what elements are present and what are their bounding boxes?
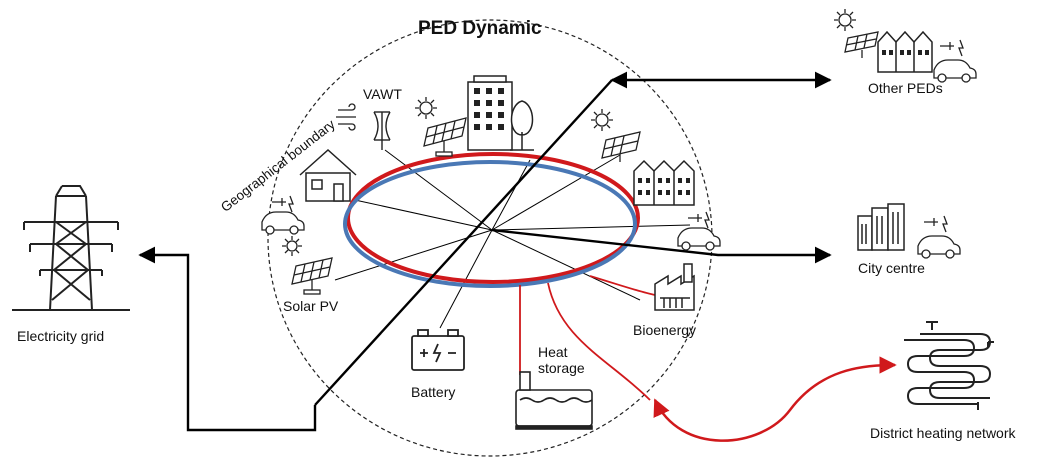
vawt-label: VAWT xyxy=(363,86,402,102)
electric-loop xyxy=(343,160,637,288)
ev-car-icon xyxy=(917,215,961,259)
solar-panel-icon xyxy=(423,117,467,157)
sun-icon xyxy=(282,236,302,256)
district-heating-pipes-icon xyxy=(904,321,994,410)
heat-storage-label-line1: Heat xyxy=(538,344,568,360)
terraced-houses-icon xyxy=(633,159,695,206)
heat-connections xyxy=(519,275,656,401)
ev-car-icon xyxy=(261,195,305,235)
electricity-pylon-icon xyxy=(12,185,130,311)
heat-storage-icon xyxy=(515,371,593,430)
heat-loop xyxy=(346,152,640,284)
solar-panel-icon xyxy=(844,31,879,58)
diagram-title: PED Dynamic xyxy=(418,18,542,39)
other-peds-label: Other PEDs xyxy=(868,80,943,96)
grid-connectors xyxy=(138,71,832,432)
terraced-houses-icon xyxy=(877,30,933,73)
sun-icon xyxy=(834,9,856,31)
bioenergy-plant-icon xyxy=(654,263,695,311)
sun-icon xyxy=(591,109,613,131)
bioenergy-label: Bioenergy xyxy=(633,322,697,338)
ev-car-icon xyxy=(677,211,721,251)
solar-panel-icon xyxy=(291,257,333,295)
city-centre-label: City centre xyxy=(858,260,925,276)
apartment-building-icon xyxy=(467,75,534,151)
wind-icon xyxy=(336,103,356,131)
electricity-grid-label: Electricity grid xyxy=(17,328,105,344)
district-heating-label: District heating network xyxy=(870,425,1016,441)
sun-icon xyxy=(415,97,437,119)
battery-icon xyxy=(411,329,465,371)
city-buildings-icon xyxy=(857,203,905,251)
heat-storage-label-line2: storage xyxy=(538,360,585,377)
house-icon xyxy=(299,148,357,202)
battery-label: Battery xyxy=(411,384,456,400)
solar-pv-label: Solar PV xyxy=(283,298,339,314)
solar-panel-icon xyxy=(601,131,641,162)
ev-car-icon xyxy=(933,39,977,83)
heat-storage-label: Heat storage xyxy=(538,344,585,376)
vawt-icon xyxy=(373,111,391,150)
district-heating-link xyxy=(653,356,897,442)
